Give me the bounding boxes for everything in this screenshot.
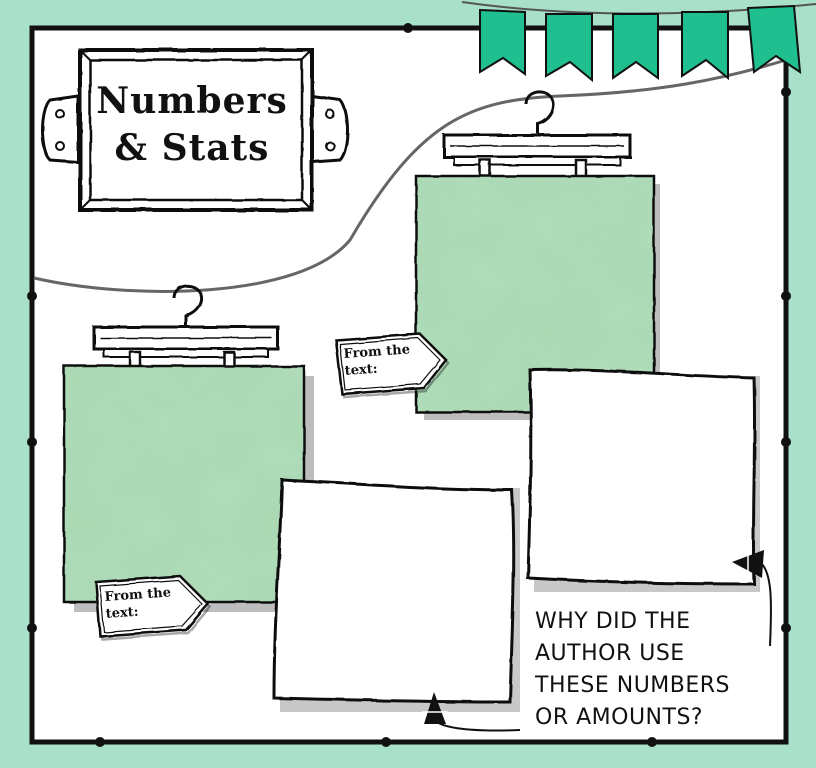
page-title-line1: Numbers	[96, 80, 288, 122]
answer-box-left[interactable]	[272, 478, 520, 712]
bunting-flag	[479, 8, 526, 76]
arrow-to-right-box-icon	[732, 548, 772, 647]
bunting-flag	[612, 13, 659, 80]
page-title-line2: & Stats	[114, 127, 270, 169]
tag-label-upper	[334, 332, 450, 399]
bunting-flag	[545, 13, 593, 83]
title-plaque	[41, 48, 349, 212]
bunting-flag	[681, 11, 729, 81]
bunting-flag	[746, 4, 802, 74]
tag-label-lower	[94, 574, 212, 641]
question-line: THESE NUMBERS	[535, 673, 731, 698]
question-prompt: WHY DID THE AUTHOR USE THESE NUMBERS OR …	[535, 606, 775, 734]
frame-rivets	[27, 23, 791, 747]
hanger-right	[442, 90, 632, 186]
question-line: WHY DID THE	[535, 609, 691, 634]
question-line: OR AMOUNTS?	[535, 705, 704, 730]
hanging-string	[33, 58, 787, 293]
answer-box-right[interactable]	[526, 368, 760, 592]
hanger-left	[92, 284, 280, 376]
bunting-banner	[461, 1, 816, 83]
arrow-to-left-box-icon	[422, 692, 521, 732]
tag-text-upper: From the text:	[343, 340, 435, 380]
green-paper-left	[62, 364, 314, 612]
tag-text-lower: From the text:	[104, 583, 196, 623]
question-line: AUTHOR USE	[535, 641, 685, 666]
